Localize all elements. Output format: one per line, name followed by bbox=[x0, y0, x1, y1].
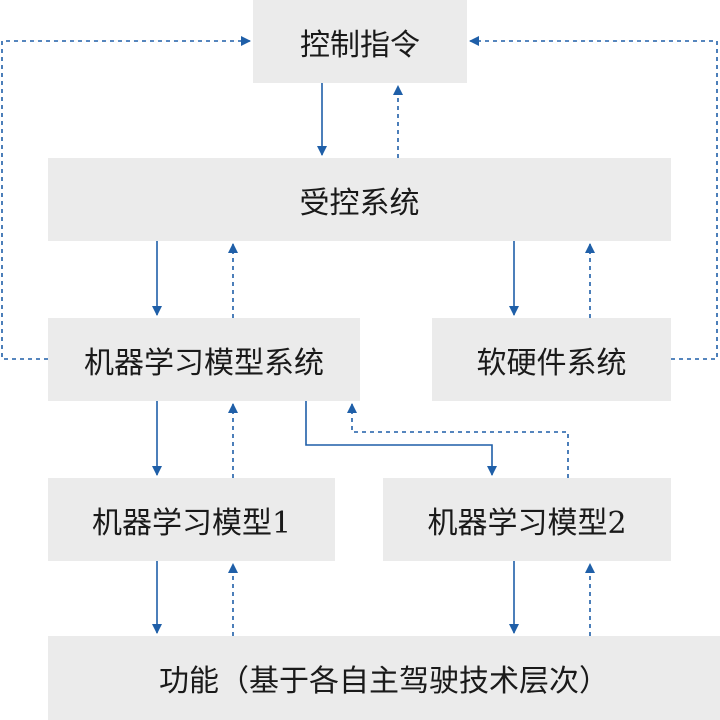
arrow-m2-to-mls bbox=[347, 403, 569, 478]
arrow-hwsw-feedback-to-command bbox=[469, 36, 718, 360]
arrow-mls-feedback-to-command bbox=[1, 36, 251, 360]
control-command-node: 控制指令 bbox=[253, 0, 467, 83]
ml-model-system-node: 机器学习模型系统 bbox=[48, 318, 360, 401]
arrow-mls-to-m2 bbox=[305, 401, 497, 476]
function-node: 功能（基于各自主驾驶技术层次） bbox=[48, 636, 720, 720]
function-label: 功能（基于各自主驾驶技术层次） bbox=[159, 664, 609, 699]
controlled-system-node: 受控系统 bbox=[48, 158, 671, 241]
ml-model-2-label: 机器学习模型2 bbox=[427, 505, 627, 541]
ml-model-system-label: 机器学习模型系统 bbox=[84, 345, 324, 381]
hw-sw-system-label: 软硬件系统 bbox=[476, 345, 627, 381]
control-command-label: 控制指令 bbox=[300, 27, 420, 63]
controlled-system-label: 受控系统 bbox=[299, 185, 420, 221]
hw-sw-system-node: 软硬件系统 bbox=[432, 318, 671, 401]
ml-model-1-label: 机器学习模型1 bbox=[91, 505, 292, 541]
ml-model-2-node: 机器学习模型2 bbox=[383, 478, 671, 561]
ml-model-1-node: 机器学习模型1 bbox=[48, 478, 335, 561]
